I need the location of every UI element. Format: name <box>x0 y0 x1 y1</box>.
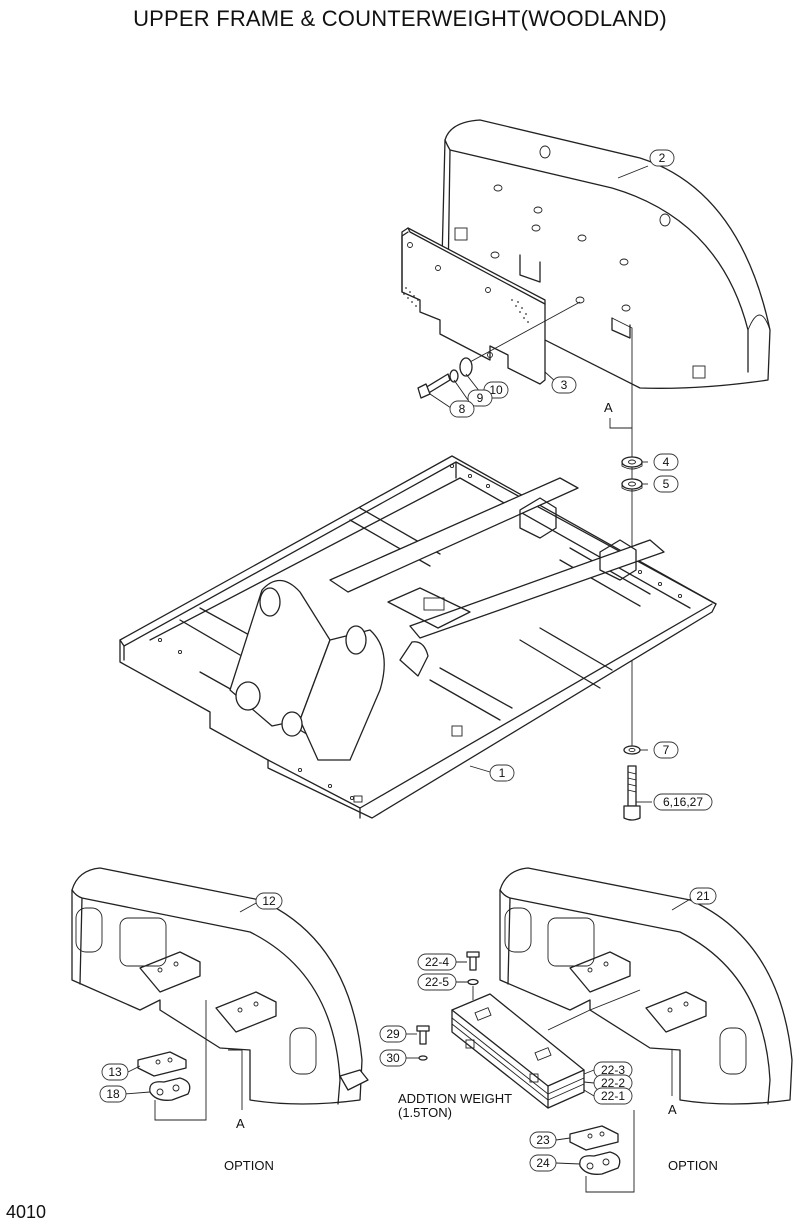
counterweight-main <box>441 119 771 389</box>
reference-label-a-right: A <box>668 1102 677 1117</box>
callout-1: 1 <box>489 764 515 782</box>
vent-dots-left <box>403 287 419 307</box>
option-label-left: OPTION <box>224 1158 274 1173</box>
svg-text:18: 18 <box>106 1087 120 1101</box>
vent-dots-right <box>511 299 529 323</box>
svg-text:22-4: 22-4 <box>425 955 449 969</box>
callout-21: 21 <box>689 887 717 905</box>
svg-text:4: 4 <box>663 455 670 469</box>
callout-2: 2 <box>649 149 675 167</box>
upper-frame <box>119 455 717 819</box>
callout-23: 23 <box>529 1131 557 1149</box>
rubber-washers <box>621 456 643 492</box>
plates-left: A <box>137 1000 245 1131</box>
svg-text:24: 24 <box>536 1156 550 1170</box>
svg-text:23: 23 <box>536 1133 550 1147</box>
counterweight-plate <box>401 227 546 385</box>
callout-29: 29 <box>379 1025 407 1043</box>
svg-text:30: 30 <box>386 1051 400 1065</box>
callout-8: 8 <box>449 400 475 418</box>
svg-text:1: 1 <box>499 766 506 780</box>
callout-22-5: 22-5 <box>417 973 457 991</box>
svg-text:22-5: 22-5 <box>425 975 449 989</box>
svg-text:9: 9 <box>477 391 484 405</box>
page-title: UPPER FRAME & COUNTERWEIGHT(WOODLAND) <box>133 6 667 31</box>
svg-text:6,16,27: 6,16,27 <box>663 795 703 809</box>
svg-text:5: 5 <box>663 477 670 491</box>
callout-7: 7 <box>653 741 679 759</box>
svg-text:8: 8 <box>459 402 466 416</box>
callout-22-2: 22-2 <box>593 1074 633 1092</box>
counterweight-option-right: A <box>499 867 793 1117</box>
callout-4: 4 <box>653 453 679 471</box>
addition-weight-tonnage: (1.5TON) <box>398 1105 452 1120</box>
addition-weight-block: ADDTION WEIGHT (1.5TON) <box>398 951 641 1120</box>
svg-text:21: 21 <box>696 889 710 903</box>
svg-text:7: 7 <box>663 743 670 757</box>
svg-text:13: 13 <box>108 1065 122 1079</box>
callout-3: 3 <box>551 376 577 394</box>
callout-18: 18 <box>99 1085 127 1103</box>
callout-12: 12 <box>255 892 283 910</box>
addition-weight-label: ADDTION WEIGHT <box>398 1091 512 1106</box>
svg-text:10: 10 <box>489 383 503 397</box>
svg-text:22-3: 22-3 <box>601 1063 625 1077</box>
plates-right <box>569 1110 635 1193</box>
callout-22-4: 22-4 <box>417 953 457 971</box>
svg-text:12: 12 <box>262 894 276 908</box>
callout-24: 24 <box>529 1154 557 1172</box>
page-number: 4010 <box>6 1202 47 1222</box>
bolt-assembly-bottom <box>623 745 641 821</box>
svg-text:3: 3 <box>561 378 568 392</box>
callout-22-1: 22-1 <box>593 1087 633 1105</box>
callout-22-3: 22-3 <box>593 1061 633 1079</box>
callout-13: 13 <box>101 1063 129 1081</box>
callout-30: 30 <box>379 1049 407 1067</box>
svg-text:2: 2 <box>659 151 666 165</box>
callout-5: 5 <box>653 475 679 493</box>
callout-9: 9 <box>467 389 493 407</box>
svg-text:22-2: 22-2 <box>601 1076 625 1090</box>
counterweight-option-left <box>71 867 369 1105</box>
reference-label-a-left: A <box>236 1116 245 1131</box>
svg-text:22-1: 22-1 <box>601 1089 625 1103</box>
reference-line-top: A <box>604 317 633 750</box>
svg-text:29: 29 <box>386 1027 400 1041</box>
bolt-washer-set <box>417 301 581 399</box>
callout-6-16-27: 6,16,27 <box>653 793 713 811</box>
option-label-right: OPTION <box>668 1158 718 1173</box>
reference-label-a-top: A <box>604 400 613 415</box>
